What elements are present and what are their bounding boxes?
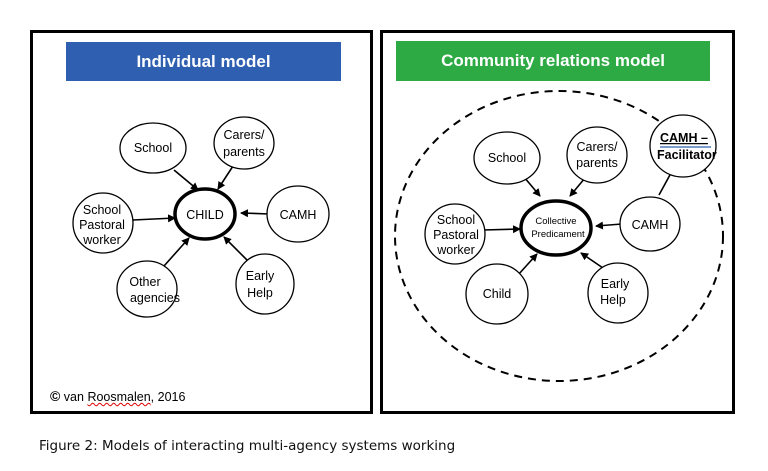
node-camh-r <box>619 196 681 252</box>
community-model-title: Community relations model <box>396 41 710 81</box>
node-early-r-label-1: Early <box>601 277 630 291</box>
node-carers <box>213 116 275 170</box>
node-early-r-label-2: Help <box>600 293 626 307</box>
node-child-center <box>173 187 237 241</box>
arrow-child-to-predicament <box>517 253 538 276</box>
node-early-label-1: Early <box>246 269 275 283</box>
link-facilitator-camh <box>658 172 672 196</box>
node-camh-r-label: CAMH <box>632 218 669 232</box>
right-nodes: School Carers/ parents CAMH School Pasto… <box>424 114 717 325</box>
arrow-camh-to-child <box>240 209 271 218</box>
arrow-pastoral-to-child <box>132 214 176 223</box>
node-early-r <box>587 262 649 324</box>
figure-caption: Figure 2: Models of interacting multi-ag… <box>39 438 456 454</box>
copyright-symbol: © <box>50 388 61 404</box>
arrow-camh-to-predicament <box>595 221 623 230</box>
node-pastoral <box>72 192 134 254</box>
node-camh <box>266 185 330 243</box>
node-facilitator <box>649 114 717 178</box>
copyright-prefix: van <box>60 390 88 404</box>
node-other-agencies <box>116 260 178 318</box>
node-other-label-1: Other <box>129 275 160 289</box>
node-pastoral-r-label-2: Pastoral <box>433 228 479 242</box>
node-predicament-label-2: Predicament <box>531 229 585 240</box>
community-boundary <box>394 90 724 382</box>
node-early-help <box>235 253 295 315</box>
node-predicament-center <box>519 199 593 257</box>
node-carers-r-label-1: Carers/ <box>577 140 619 154</box>
node-predicament-label-1: Collective <box>535 216 576 227</box>
node-school <box>119 122 187 174</box>
arrow-early-to-child <box>223 236 248 261</box>
node-pastoral-r-label-1: School <box>437 213 475 227</box>
node-other-label-2: agencies <box>130 291 180 305</box>
arrow-early-to-predicament <box>580 252 604 269</box>
node-pastoral-r-label-3: worker <box>436 243 475 257</box>
node-carers-r-label-2: parents <box>576 156 618 170</box>
arrow-other-to-child <box>163 237 190 267</box>
node-school-label: School <box>134 141 172 155</box>
right-arrows <box>482 172 672 276</box>
node-facilitator-label-1: CAMH – <box>660 131 708 145</box>
node-facilitator-label-2: Facilitator <box>657 148 717 162</box>
node-carers-r <box>566 126 628 184</box>
left-nodes: School Carers/ parents CAMH School Pasto… <box>72 116 330 318</box>
copyright-author: Roosmalen <box>87 390 151 404</box>
node-pastoral-label-3: worker <box>82 233 121 247</box>
node-pastoral-label-1: School <box>83 203 121 217</box>
copyright-notice: © van Roosmalen, 2016 <box>50 388 185 404</box>
node-camh-label: CAMH <box>280 208 317 222</box>
left-arrows <box>132 162 271 267</box>
node-pastoral-r <box>424 203 486 265</box>
arrow-school-to-child <box>173 169 199 191</box>
node-child-r <box>465 263 529 325</box>
node-school-r <box>473 131 541 185</box>
copyright-year: , 2016 <box>150 390 186 404</box>
arrow-pastoral-to-predicament <box>482 225 521 234</box>
node-pastoral-label-2: Pastoral <box>79 218 125 232</box>
node-early-label-2: Help <box>247 286 273 300</box>
node-carers-label-2: parents <box>223 145 265 159</box>
individual-model-title: Individual model <box>66 42 341 81</box>
node-school-r-label: School <box>488 151 526 165</box>
arrow-carers-to-predicament <box>569 177 586 197</box>
arrow-school-to-predicament <box>523 176 541 197</box>
node-child-label: CHILD <box>186 208 224 222</box>
node-carers-label-1: Carers/ <box>224 128 266 142</box>
node-child-r-label: Child <box>483 287 512 301</box>
